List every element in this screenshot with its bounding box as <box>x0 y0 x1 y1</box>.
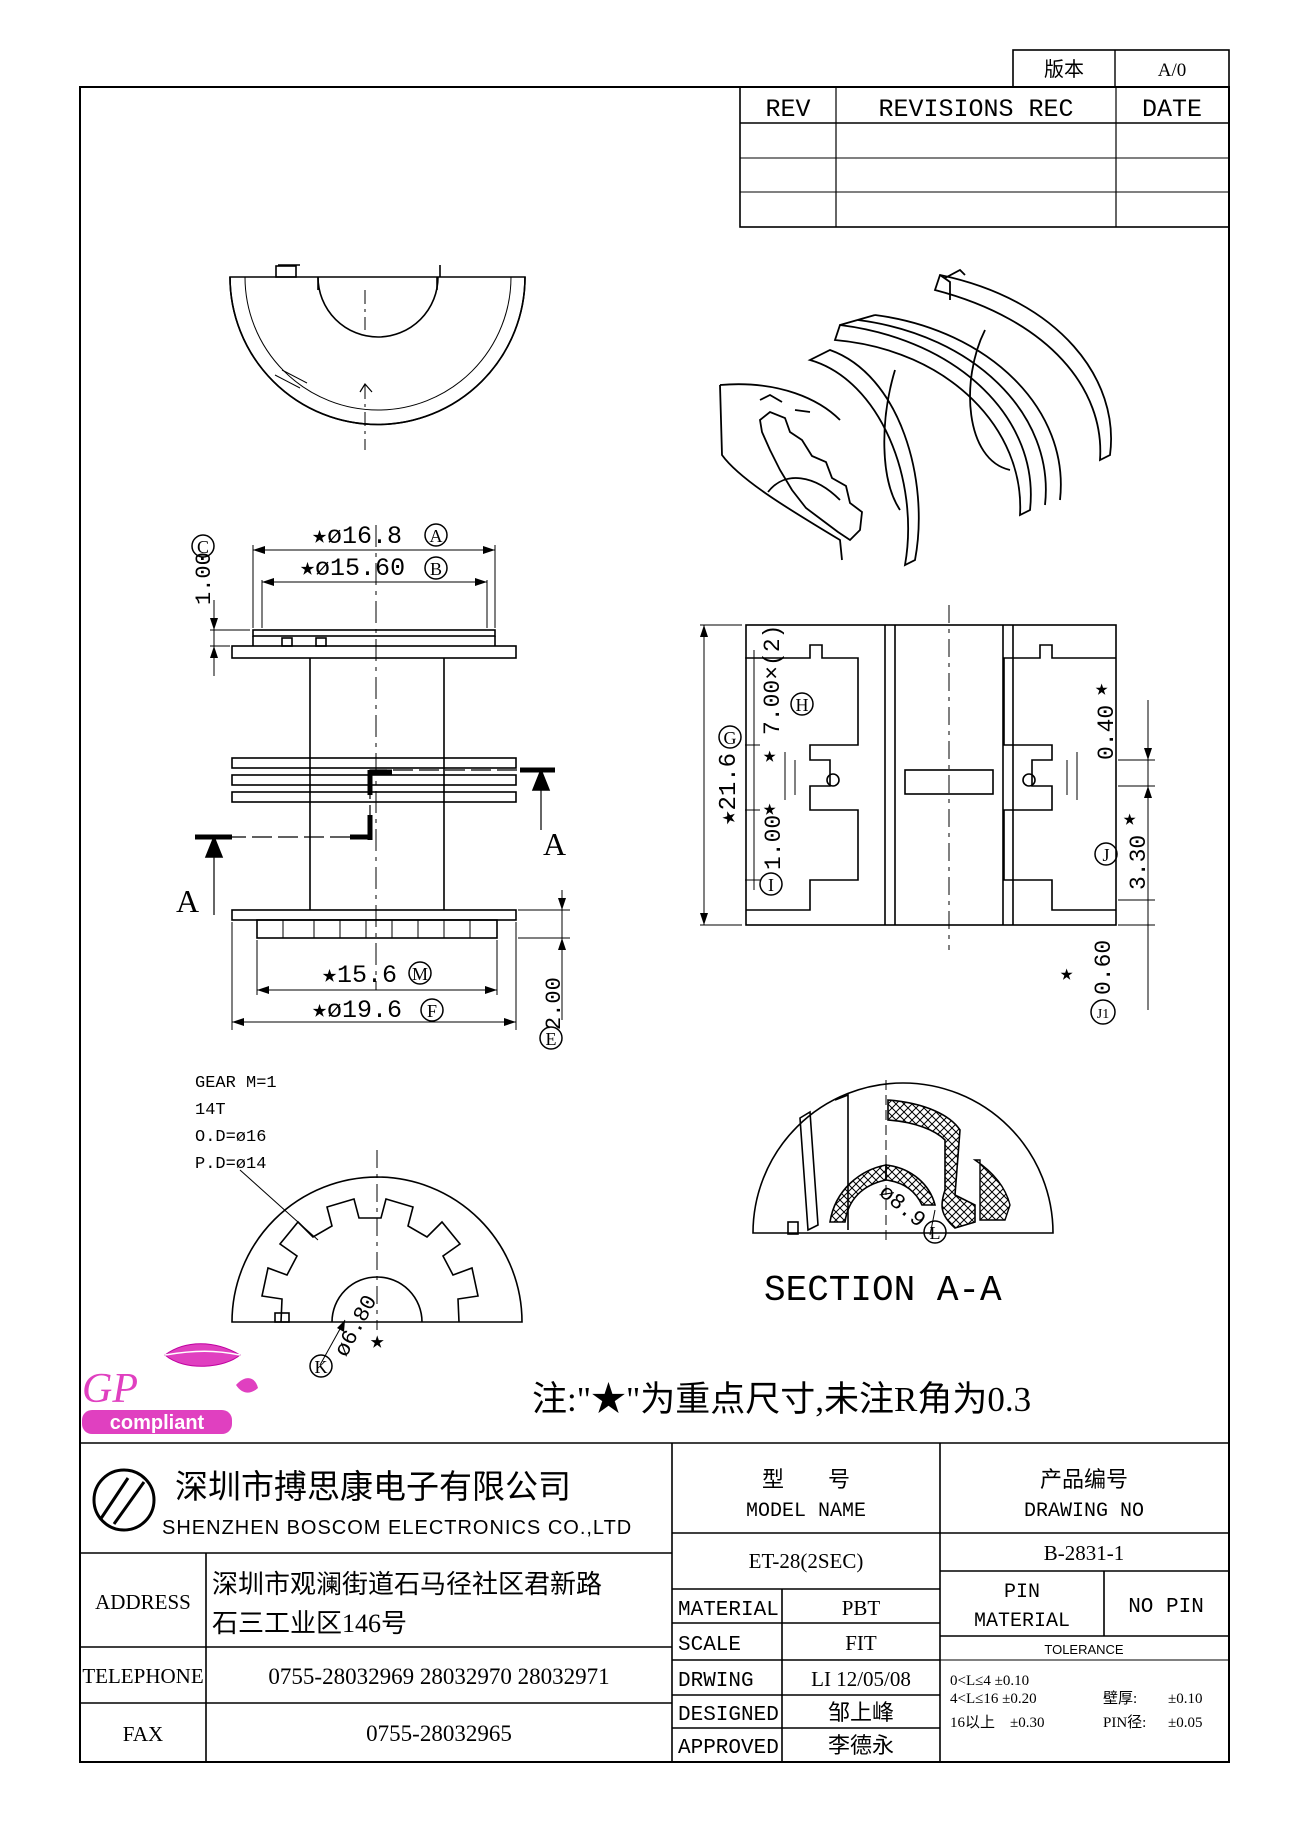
version-box: 版本 A/0 <box>1012 49 1230 88</box>
gear-note-2: 14T <box>195 1101 226 1120</box>
material-value: PBT <box>842 1596 881 1620</box>
dim-m-value: ★15.6 <box>322 961 397 990</box>
revisions-rec-header: REVISIONS REC <box>878 95 1073 124</box>
dim-j1-star: ★ <box>1060 962 1073 987</box>
front-view <box>195 525 570 1030</box>
telephone-label: TELEPHONE <box>82 1664 203 1688</box>
label-a: A <box>430 526 443 546</box>
dim-j1-value: 0.60 <box>1091 940 1117 995</box>
drawing-label-cn: 产品编号 <box>1040 1467 1128 1492</box>
front-view-labels: ★ø16.8 A ★ø15.60 B C 1.00 ★15.6 M ★ø19.6… <box>176 522 567 1050</box>
section-title: SECTION A-A <box>764 1270 1002 1311</box>
label-b: B <box>430 559 442 579</box>
section-mark-right: A <box>543 826 566 862</box>
revision-table: REV REVISIONS REC DATE <box>739 86 1230 228</box>
pin-diameter-value: ±0.05 <box>1168 1715 1202 1731</box>
wall-thickness-label: 壁厚: <box>1103 1690 1137 1707</box>
drawing-label-en: DRAWING NO <box>1024 1500 1144 1523</box>
label-e: E <box>546 1029 557 1049</box>
company-name-en: SHENZHEN BOSCOM ELECTRONICS CO.,LTD <box>162 1517 632 1539</box>
gear-note-1: GEAR M=1 <box>195 1074 277 1093</box>
gp-compliant-logo: GP compliant <box>82 1343 258 1434</box>
telephone-value: 0755-28032969 28032970 28032971 <box>268 1664 609 1689</box>
compliant-text: compliant <box>110 1412 205 1434</box>
label-g: G <box>724 728 737 748</box>
designed-label: DESIGNED <box>678 1704 779 1727</box>
model-label-en: MODEL NAME <box>746 1500 866 1523</box>
gear-view-labels: ø6.80 ★ K <box>309 1291 384 1378</box>
approved-value: 李德永 <box>828 1733 894 1758</box>
title-block <box>80 1442 1229 1762</box>
material-label: MATERIAL <box>678 1599 779 1622</box>
dim-j-star: ★ <box>1123 807 1136 832</box>
dimension-note: 注:"★"为重点尺寸,未注R角为0.3 <box>532 1380 1031 1419</box>
address-line-1: 深圳市观澜街道石马径社区君新路 <box>212 1570 602 1599</box>
top-view <box>229 264 526 450</box>
label-l: L <box>930 1223 941 1243</box>
label-c: C <box>197 537 209 557</box>
wall-thickness-value: ±0.10 <box>1168 1691 1202 1707</box>
dim-phi-a: ★ø16.8 <box>312 522 402 551</box>
sheet-border <box>79 86 1230 1763</box>
dim-g-value: ★21.6 <box>716 753 743 825</box>
company-name-cn: 深圳市搏思康电子有限公司 <box>175 1469 571 1506</box>
model-label-cn: 型 号 <box>762 1467 850 1492</box>
gear-view <box>231 1150 523 1366</box>
tolerance-2: 4<L≤16 ±0.20 <box>950 1691 1037 1707</box>
rev-header: REV <box>765 95 810 124</box>
section-mark-left: A <box>176 883 199 919</box>
address-line-2: 石三工业区146号 <box>212 1609 407 1638</box>
scale-value: FIT <box>845 1631 877 1655</box>
version-value: A/0 <box>1158 60 1187 81</box>
approved-label: APPROVED <box>678 1737 779 1760</box>
label-i: I <box>768 875 774 895</box>
label-f: F <box>427 1001 437 1021</box>
pin-diameter-label: PIN径: <box>1103 1714 1146 1731</box>
version-label: 版本 <box>1044 58 1084 81</box>
drawing-number: B-2831-1 <box>1044 1541 1125 1565</box>
isometric-view <box>719 268 1112 567</box>
label-j1: J1 <box>1097 1007 1109 1022</box>
date-header: DATE <box>1142 95 1202 124</box>
gp-logo-text: GP <box>82 1366 138 1412</box>
dim-f-value: ★ø19.6 <box>312 996 402 1025</box>
dim-i-star: ★ <box>763 797 776 822</box>
gear-note-4: P.D=ø14 <box>195 1155 266 1174</box>
scale-label: SCALE <box>678 1634 741 1657</box>
drwing-label: DRWING <box>678 1670 754 1693</box>
label-j: J <box>1102 845 1109 865</box>
dim-top-star: ★ <box>1095 677 1108 702</box>
side-view <box>700 605 1155 1010</box>
tolerance-3: 16以上 ±0.30 <box>950 1714 1044 1731</box>
pin-material-value: NO PIN <box>1128 1596 1204 1619</box>
side-view-labels: ★21.6 G 7.00×(2) ★ H ★ 1.00 I ★ 0.40 ★ 3… <box>716 625 1152 1025</box>
label-m: M <box>412 964 428 984</box>
address-label: ADDRESS <box>95 1590 191 1614</box>
dim-c-value: 1.00 <box>192 552 217 605</box>
dim-e-value: 2.00 <box>542 977 567 1030</box>
pin-material-label-1: PIN <box>1004 1581 1040 1604</box>
fax-label: FAX <box>123 1722 163 1746</box>
dim-j-value: 3.30 <box>1126 835 1152 890</box>
section-view <box>752 1080 1054 1240</box>
dim-i-value: 1.00 <box>761 815 787 870</box>
designed-value: 邹上峰 <box>828 1700 894 1725</box>
model-value: ET-28(2SEC) <box>749 1549 864 1573</box>
pin-material-label-2: MATERIAL <box>974 1610 1070 1633</box>
title-block-text: 深圳市搏思康电子有限公司 SHENZHEN BOSCOM ELECTRONICS… <box>82 1467 1203 1760</box>
dim-phi-b: ★ø15.60 <box>300 554 405 583</box>
drwing-value: LI 12/05/08 <box>811 1667 911 1691</box>
dim-h-star: ★ <box>763 744 776 769</box>
tolerance-1: 0<L≤4 ±0.10 <box>950 1673 1029 1689</box>
label-k: K <box>315 1357 328 1377</box>
gear-note-3: O.D=ø16 <box>195 1128 266 1147</box>
tolerance-label: TOLERANCE <box>1044 1642 1124 1657</box>
label-h: H <box>796 695 809 715</box>
dim-top-value: 0.40 <box>1094 705 1120 760</box>
fax-value: 0755-28032965 <box>366 1721 512 1746</box>
dim-k-star: ★ <box>370 1329 384 1356</box>
dim-h-value: 7.00×(2) <box>760 625 786 735</box>
gear-notes: GEAR M=1 14T O.D=ø16 P.D=ø14 <box>195 1074 277 1174</box>
